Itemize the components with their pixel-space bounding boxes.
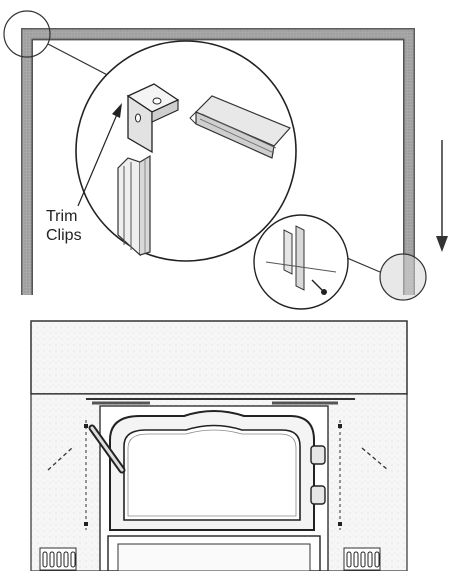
stove-assembly — [30, 320, 408, 572]
detail-marker-bottom — [379, 253, 427, 301]
arrow-down-icon — [436, 140, 448, 252]
magnified-view-bottom — [253, 214, 349, 310]
callout-label-line1: Trim — [46, 208, 77, 225]
magnified-view-corner — [75, 40, 297, 262]
callout-label-line2: Clips — [46, 227, 82, 244]
hinge-bottom — [310, 485, 326, 505]
screw-icon — [311, 279, 327, 295]
horizontal-trim-piece — [189, 95, 292, 159]
right-bracket-guide — [338, 420, 389, 530]
trim-clips-callout: Trim Clips — [46, 103, 122, 244]
callout-pointer-head — [112, 103, 122, 118]
trim-clip-bracket — [126, 83, 180, 154]
stove-door-glass — [123, 424, 301, 521]
detail-marker-corner — [3, 10, 51, 58]
vertical-trim-piece — [117, 154, 151, 257]
callout-pointer-shaft — [77, 111, 119, 207]
trim-frame — [21, 28, 415, 295]
hinge-top — [310, 445, 326, 465]
vent-slots-right — [343, 547, 381, 571]
vent-slots-left — [39, 547, 77, 571]
hood-panel — [30, 320, 408, 395]
left-bracket-guide — [47, 420, 88, 530]
